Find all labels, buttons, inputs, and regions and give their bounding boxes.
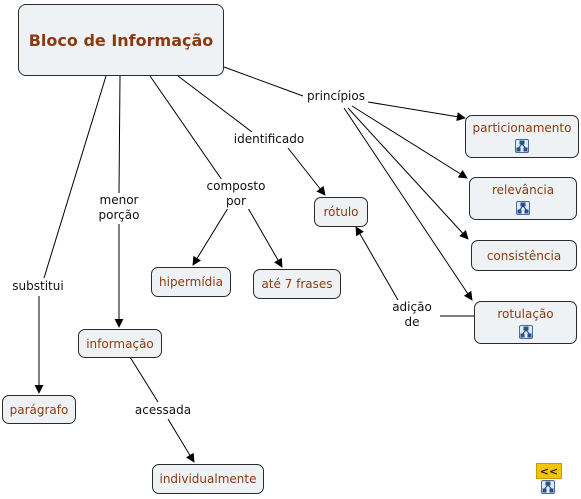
- line-main-identificado: [177, 75, 253, 133]
- concept-informacao[interactable]: informação: [78, 329, 162, 358]
- concept-relevancia[interactable]: relevância: [469, 177, 577, 220]
- concept-individualmente[interactable]: individualmente: [152, 464, 264, 494]
- concept-hipermidia[interactable]: hipermídia: [151, 267, 231, 297]
- link-label-principios: princípios: [304, 89, 368, 104]
- link-label-acessada: acessada: [132, 403, 194, 418]
- concept-map-icon[interactable]: [518, 325, 533, 339]
- link-label-identificado: identificado: [230, 132, 308, 147]
- link-label-line: por: [226, 194, 246, 208]
- line-main-principios: [223, 66, 304, 97]
- link-label-line: de: [404, 315, 420, 329]
- line-principios-particionamento: [367, 101, 466, 122]
- concept-map-icon[interactable]: [515, 139, 529, 153]
- link-label-menor-porcao: menor porção: [92, 193, 146, 223]
- link-label-line: porção: [98, 208, 140, 222]
- concept-map-icon[interactable]: [516, 201, 530, 215]
- concept-rotulo[interactable]: rótulo: [314, 197, 368, 227]
- line-acessada-individualmente: [167, 418, 195, 463]
- concept-ate-7-frases[interactable]: até 7 frases: [253, 269, 341, 299]
- concept-rotulacao[interactable]: rotulação: [474, 301, 577, 344]
- link-label-adicao-de: adição de: [384, 300, 440, 330]
- line-informacao-acessada: [129, 356, 159, 403]
- concept-label: particionamento: [472, 121, 572, 135]
- line-principios-relevancia: [351, 105, 468, 179]
- concept-consistencia[interactable]: consistência: [471, 240, 577, 271]
- line-main-composto: [149, 75, 223, 181]
- link-label-substitui: substitui: [8, 279, 68, 294]
- line-main-menor: [118, 75, 121, 194]
- concept-map-icon[interactable]: [541, 480, 555, 494]
- link-label-line: composto: [206, 179, 266, 193]
- back-arrow-icon[interactable]: <<: [536, 463, 562, 479]
- line-composto-ate7frases: [247, 207, 283, 268]
- concept-bloco-de-informacao[interactable]: Bloco de Informação: [18, 4, 224, 76]
- concept-paragrafo[interactable]: parágrafo: [2, 395, 76, 424]
- concept-particionamento[interactable]: particionamento: [465, 115, 579, 158]
- link-label-line: adição: [392, 300, 432, 314]
- link-label-composto-por: composto por: [200, 179, 272, 209]
- line-composto-hipermidia: [192, 207, 229, 266]
- line-adicao-rotulo: [355, 226, 399, 301]
- concept-label: rotulação: [497, 307, 554, 321]
- line-principios-rotulacao: [343, 107, 473, 301]
- concept-label: relevância: [491, 183, 555, 197]
- link-label-line: menor: [99, 193, 139, 207]
- line-identificado-rotulo: [287, 147, 326, 196]
- line-principios-consistencia: [347, 107, 469, 240]
- line-main-substitui: [43, 75, 107, 279]
